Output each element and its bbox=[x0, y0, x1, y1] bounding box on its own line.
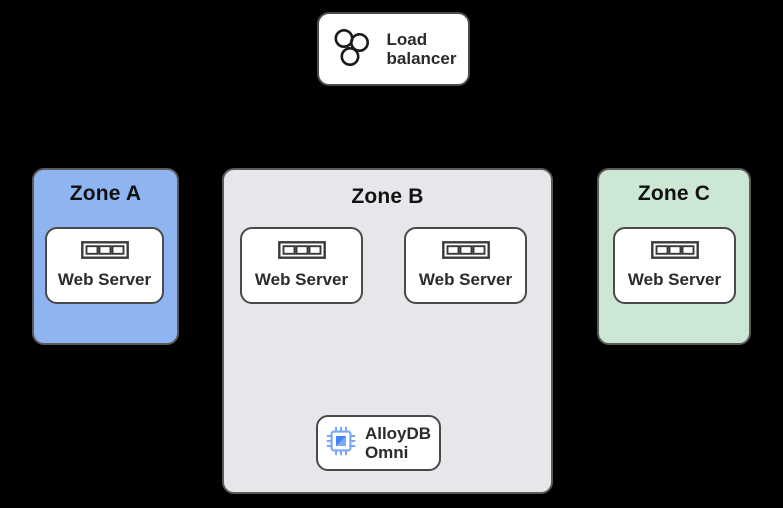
server-rack-icon bbox=[650, 241, 699, 264]
server-rack-icon bbox=[277, 241, 326, 264]
load-balancer-node[interactable]: Load balancer bbox=[317, 12, 470, 86]
load-balancer-label: Load balancer bbox=[386, 29, 457, 68]
alloydb-omni-label: AlloyDB Omni bbox=[364, 423, 432, 462]
zone-a-label: Zone A bbox=[69, 182, 142, 205]
server-rack-icon bbox=[441, 241, 490, 264]
zone-a-web-server[interactable]: Web Server bbox=[45, 227, 164, 304]
chip-icon bbox=[326, 426, 356, 461]
zone-c-web-server-label: Web Server bbox=[627, 270, 722, 290]
zone-c-label: Zone C bbox=[637, 182, 711, 205]
server-rack-icon bbox=[80, 241, 129, 264]
alloydb-omni-node[interactable]: AlloyDB Omni bbox=[316, 415, 441, 471]
zone-b-web-server-1-label: Web Server bbox=[254, 270, 349, 290]
zone-b-web-server-2-label: Web Server bbox=[418, 270, 513, 290]
zone-a-web-server-label: Web Server bbox=[57, 270, 152, 290]
zone-b-web-server-1[interactable]: Web Server bbox=[240, 227, 363, 304]
load-balancer-circles-icon bbox=[331, 25, 375, 74]
zone-b-label: Zone B bbox=[351, 185, 424, 208]
zone-b-web-server-2[interactable]: Web Server bbox=[404, 227, 527, 304]
zone-c-web-server[interactable]: Web Server bbox=[613, 227, 736, 304]
